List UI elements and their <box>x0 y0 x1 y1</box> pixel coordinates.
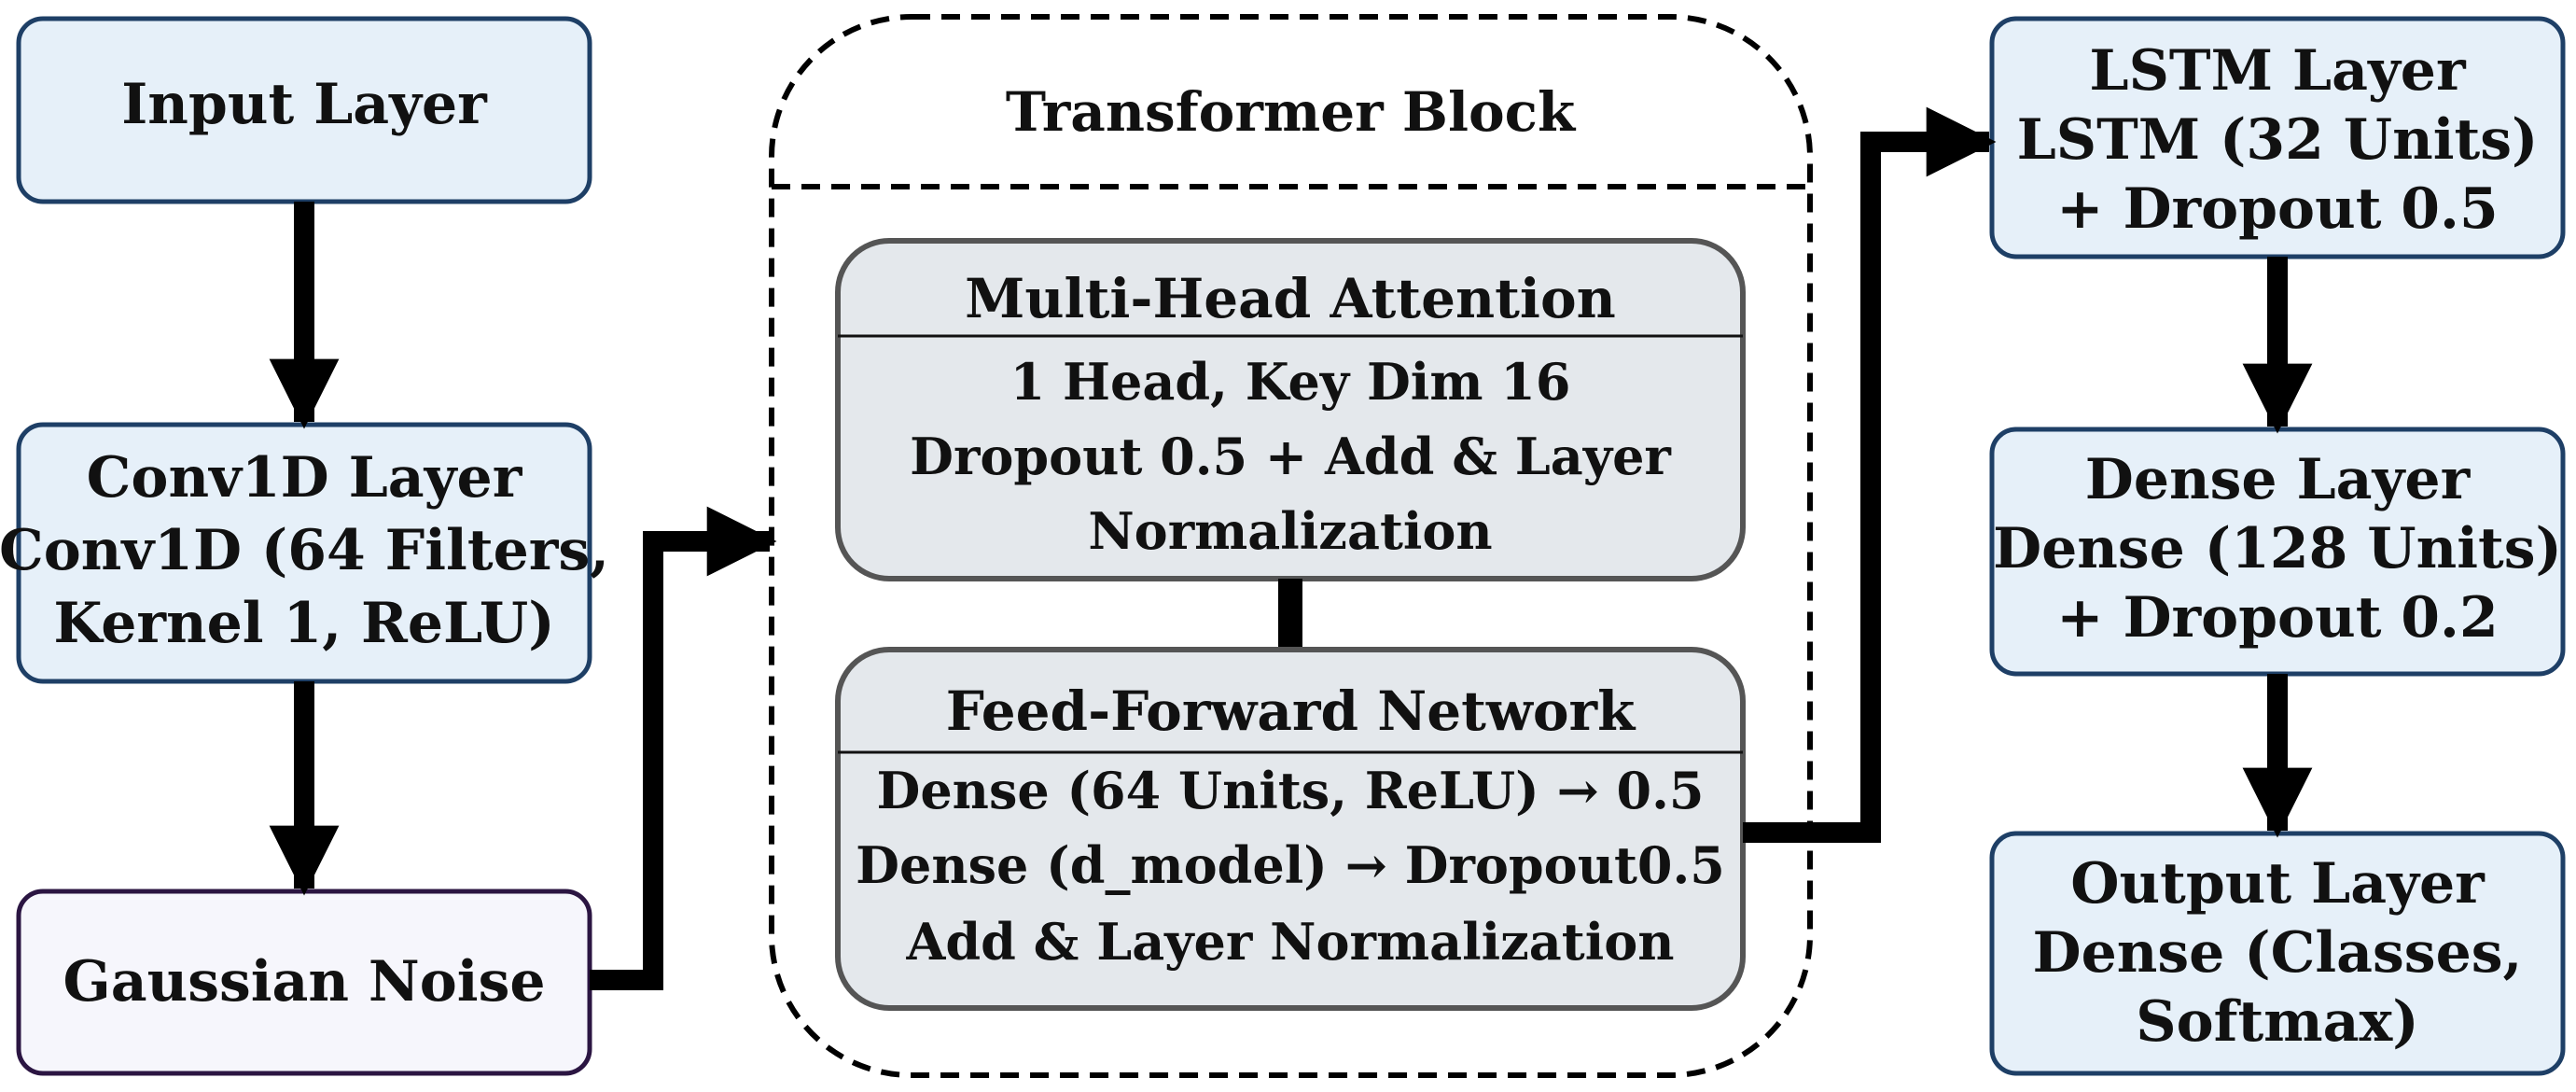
transformer-block: Transformer Block <box>769 14 1813 1078</box>
lstm-layer-units: LSTM (32 Units) <box>2017 107 2539 173</box>
output-layer-classes: Dense (Classes, <box>2033 920 2523 986</box>
feed-forward-network-box: Feed-Forward Network Dense (64 Units, Re… <box>835 647 1746 1011</box>
ffn-line-dense-dmodel: Dense (d_model) → Dropout0.5 <box>856 835 1725 895</box>
conv1d-layer-title: Conv1D Layer <box>87 445 523 511</box>
conv1d-layer-filters: Conv1D (64 Filters, <box>0 518 609 583</box>
mha-line-heads: 1 Head, Key Dim 16 <box>1010 352 1571 412</box>
mha-line-normalization: Normalization <box>1088 501 1492 561</box>
lstm-layer-title: LSTM Layer <box>2089 38 2467 104</box>
ffn-line-add-norm: Add & Layer Normalization <box>905 912 1674 972</box>
conv1d-layer-kernel: Kernel 1, ReLU) <box>53 591 554 656</box>
dense-layer-units: Dense (128 Units) <box>1993 516 2562 581</box>
transformer-block-title: Transformer Block <box>1006 80 1577 144</box>
lstm-layer-dropout: + Dropout 0.5 <box>2056 176 2498 242</box>
input-layer-label: Input Layer <box>121 72 488 137</box>
dense-layer-box: Dense Layer Dense (128 Units) + Dropout … <box>1989 427 2566 677</box>
gaussian-noise-label: Gaussian Noise <box>63 949 545 1015</box>
output-layer-title: Output Layer <box>2070 851 2485 917</box>
arrow-transformer-to-lstm <box>1743 106 1997 843</box>
gaussian-noise-box: Gaussian Noise <box>16 889 592 1076</box>
dense-layer-dropout: + Dropout 0.2 <box>2056 585 2498 651</box>
output-layer-box: Output Layer Dense (Classes, Softmax) <box>1989 831 2566 1076</box>
arrow-noise-to-transformer <box>590 506 777 990</box>
multi-head-attention-box: Multi-Head Attention 1 Head, Key Dim 16 … <box>835 238 1746 581</box>
ffn-line-dense-64: Dense (64 Units, ReLU) → 0.5 <box>877 761 1705 820</box>
output-layer-softmax: Softmax) <box>2136 989 2418 1055</box>
mha-header: Multi-Head Attention <box>965 267 1616 330</box>
conv1d-layer-box: Conv1D Layer Conv1D (64 Filters, Kernel … <box>0 422 609 684</box>
lstm-layer-box: LSTM Layer LSTM (32 Units) + Dropout 0.5 <box>1989 16 2566 259</box>
ffn-header: Feed-Forward Network <box>946 679 1636 743</box>
input-layer-box: Input Layer <box>16 16 592 204</box>
dense-layer-title: Dense Layer <box>2085 447 2472 512</box>
mha-line-dropout: Dropout 0.5 + Add & Layer <box>910 427 1671 486</box>
